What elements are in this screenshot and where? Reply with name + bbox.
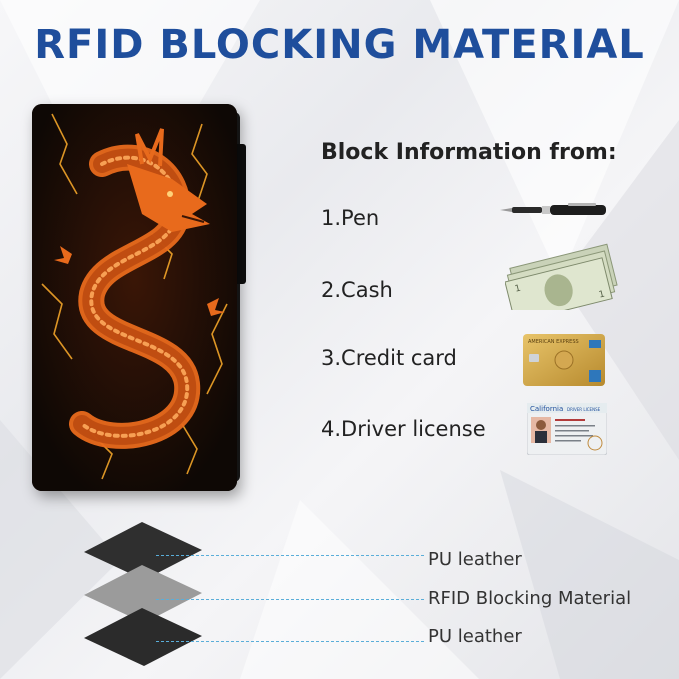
- leader-line-bottom: [156, 641, 424, 642]
- item-label-cash: 2.Cash: [321, 278, 393, 302]
- block-info-heading: Block Information from:: [321, 140, 617, 165]
- license-type-text: DRIVER LICENSE: [567, 407, 601, 412]
- wallet-closure-tab: [234, 144, 246, 284]
- top-pu-leather-layer: [84, 522, 202, 580]
- item-label-pen: 1.Pen: [321, 206, 380, 230]
- cash-icon: 1 1: [505, 243, 618, 310]
- dragon-head: [127, 128, 210, 232]
- bottom-pu-leather-layer: [84, 608, 202, 666]
- leader-line-top: [156, 555, 424, 556]
- card-issuer-text: AMERICAN EXPRESS: [528, 339, 579, 345]
- material-layers-illustration: [84, 522, 202, 666]
- dragon-wallet-image: [32, 104, 237, 491]
- leader-line-middle: [156, 599, 424, 600]
- rfid-blocking-layer: [84, 565, 202, 623]
- svg-text:1: 1: [598, 289, 606, 300]
- pen-icon: [500, 203, 606, 215]
- svg-text:1: 1: [514, 284, 522, 295]
- layer-label-middle: RFID Blocking Material: [428, 588, 632, 609]
- page-title: RFID BLOCKING MATERIAL: [34, 22, 645, 68]
- dragon-illustration: [32, 104, 237, 491]
- driver-license-icon: California DRIVER LICENSE: [527, 403, 607, 455]
- item-label-credit-card: 3.Credit card: [321, 346, 457, 370]
- item-label-driver-license: 4.Driver license: [321, 417, 486, 441]
- layer-label-top: PU leather: [428, 549, 522, 570]
- lightning-bolts: [41, 113, 228, 480]
- layer-label-bottom: PU leather: [428, 626, 522, 647]
- license-state-text: California: [530, 405, 563, 413]
- dragon-claws: [54, 246, 225, 316]
- credit-card-icon: AMERICAN EXPRESS: [523, 334, 605, 386]
